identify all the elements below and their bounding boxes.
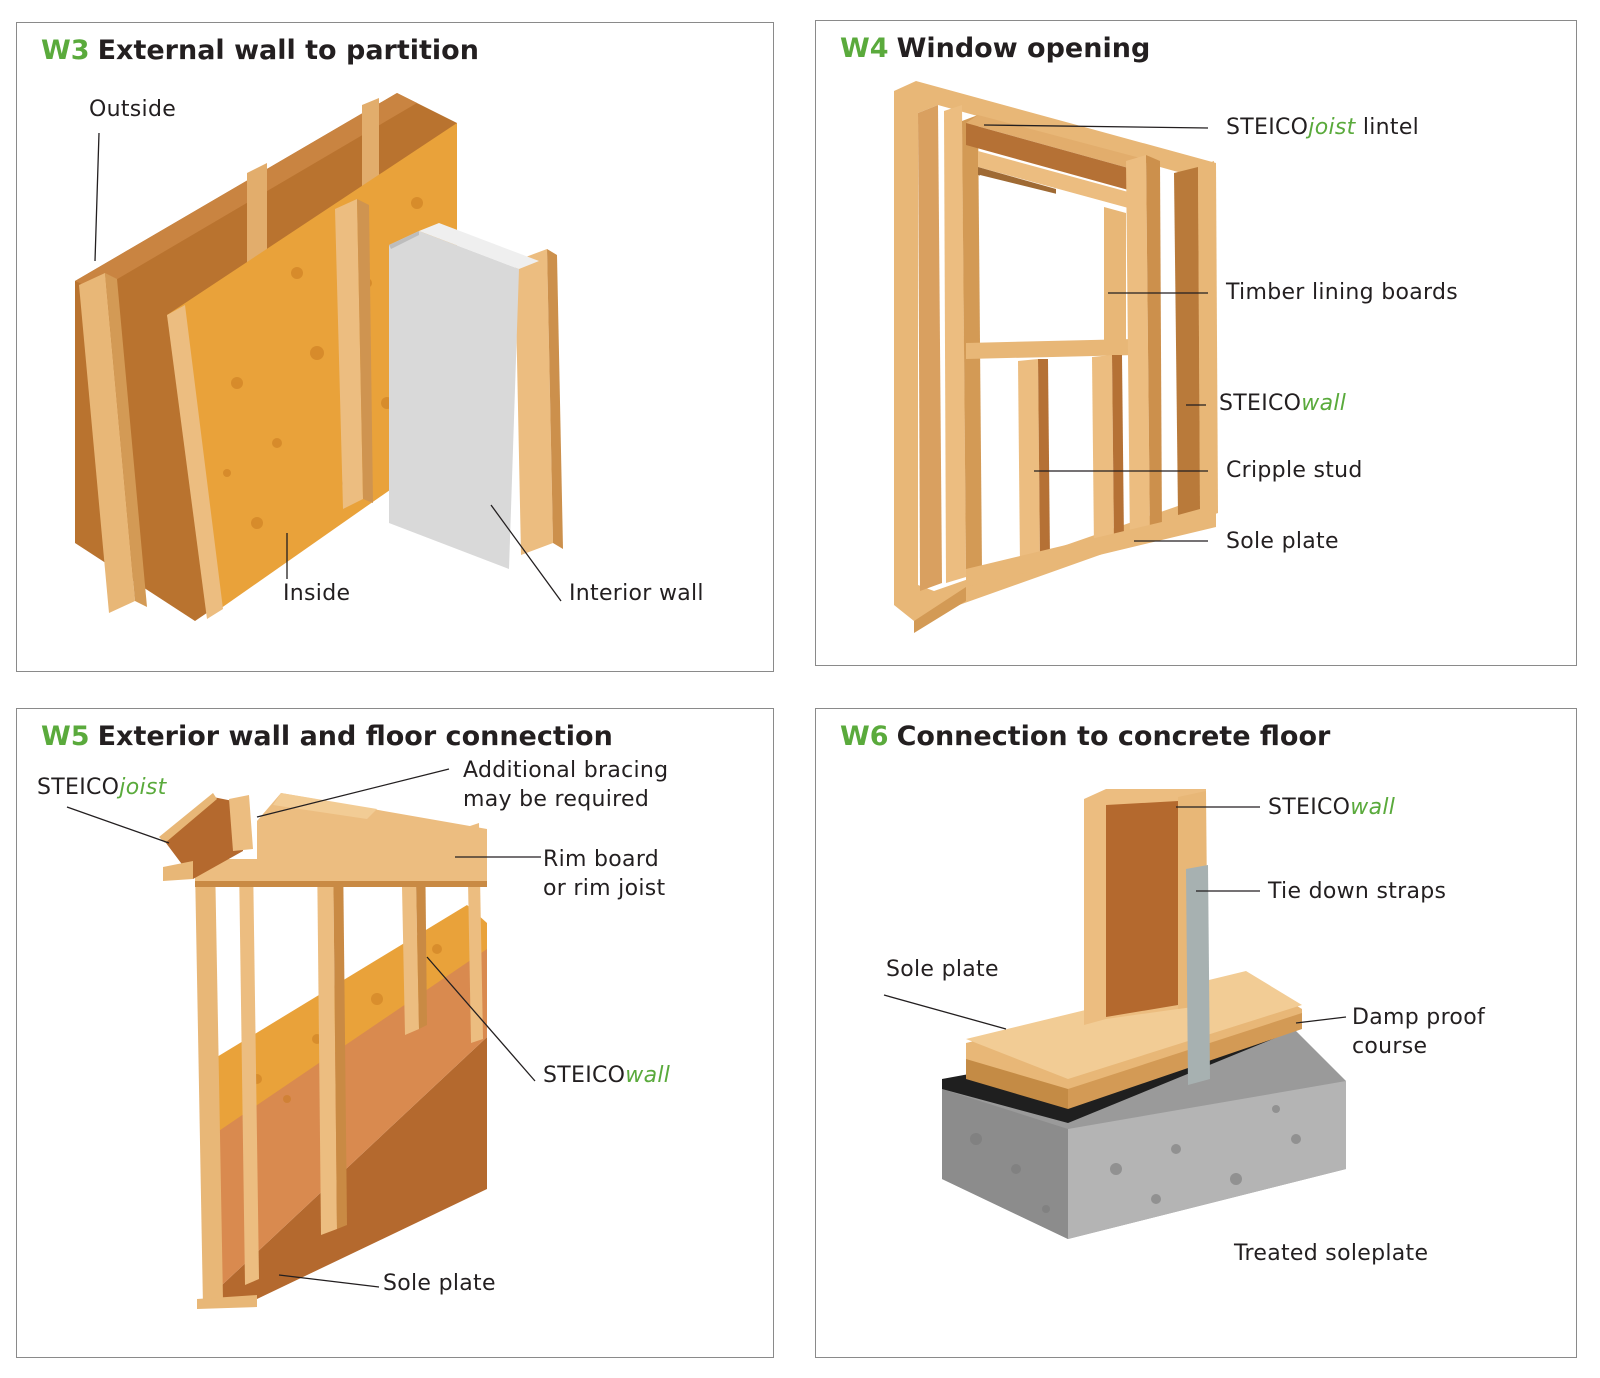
label-tie-down-straps: Tie down straps <box>1268 879 1447 904</box>
label-sole-plate: Sole plate <box>1226 529 1339 554</box>
panel-code: W3 <box>41 35 90 66</box>
label-steico-joist-lintel: STEICOjoist lintel <box>1226 113 1419 142</box>
w4-illustration <box>894 81 1218 633</box>
label-inside: Inside <box>283 581 351 606</box>
label-damp-proof-course: Damp proof course <box>1352 1003 1485 1061</box>
label-treated-soleplate: Treated soleplate <box>1234 1241 1429 1266</box>
label-prefix: STEICO <box>1226 115 1309 140</box>
panel-code: W6 <box>840 721 889 752</box>
label-line-1: Damp proof <box>1352 1005 1486 1030</box>
label-italic: joist <box>1308 115 1356 140</box>
label-line-2: or rim joist <box>543 876 666 901</box>
label-line-1: Additional bracing <box>463 758 669 783</box>
label-steico-joist: STEICOjoist <box>37 773 167 802</box>
label-prefix: STEICO <box>1268 795 1351 820</box>
label-italic: wall <box>625 1063 671 1088</box>
label-prefix: STEICO <box>1219 391 1302 416</box>
w3-illustration <box>75 93 563 621</box>
w6-illustration <box>883 789 1347 1239</box>
label-italic: wall <box>1301 391 1347 416</box>
label-outside: Outside <box>89 97 177 122</box>
label-line-2: may be required <box>463 787 650 812</box>
label-italic: joist <box>119 775 167 800</box>
label-cripple-stud: Cripple stud <box>1226 458 1363 483</box>
w5-illustration <box>66 768 541 1309</box>
panel-code: W4 <box>840 33 889 64</box>
label-interior-wall: Interior wall <box>569 581 704 606</box>
label-suffix: lintel <box>1355 115 1420 140</box>
label-timber-lining-boards: Timber lining boards <box>1226 280 1459 305</box>
label-steico-wall: STEICOwall <box>543 1061 670 1090</box>
panel-title-text: Window opening <box>896 33 1151 64</box>
label-additional-bracing: Additional bracing may be required <box>463 756 668 814</box>
label-rim-board: Rim board or rim joist <box>543 845 665 903</box>
label-steico-wall: STEICOwall <box>1268 793 1395 822</box>
label-italic: wall <box>1350 795 1396 820</box>
label-prefix: STEICO <box>37 775 120 800</box>
label-line-1: Rim board <box>543 847 660 872</box>
panel-code: W5 <box>41 721 90 752</box>
label-sole-plate: Sole plate <box>383 1271 496 1296</box>
label-line-2: course <box>1352 1034 1428 1059</box>
label-prefix: STEICO <box>543 1063 626 1088</box>
label-sole-plate: Sole plate <box>886 957 999 982</box>
panel-title-text: Exterior wall and floor connection <box>97 721 613 752</box>
label-steico-wall: STEICOwall <box>1219 389 1346 418</box>
panel-title-text: Connection to concrete floor <box>896 721 1331 752</box>
panel-title-text: External wall to partition <box>97 35 479 66</box>
